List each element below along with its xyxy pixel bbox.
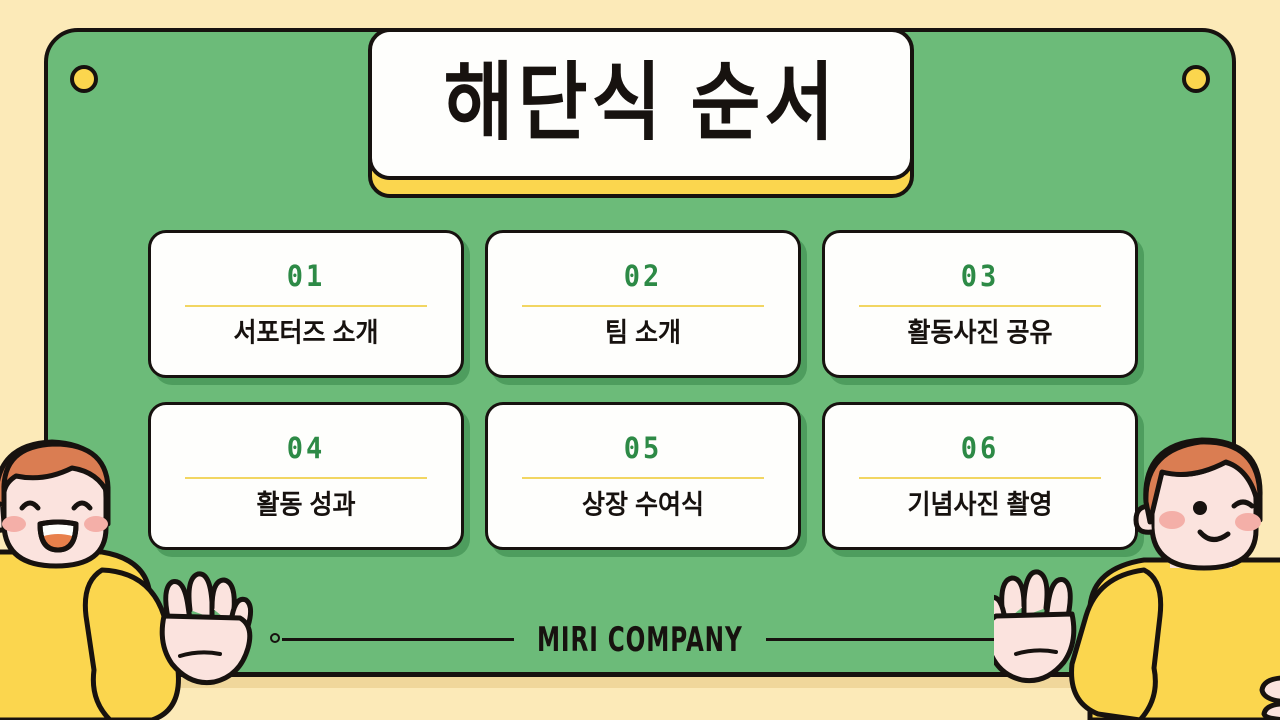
card-body[interactable]: 05 상장 수여식 bbox=[485, 402, 801, 550]
card-number: 02 bbox=[623, 258, 663, 294]
character-right-illustration bbox=[994, 410, 1280, 720]
card-body[interactable]: 03 활동사진 공유 bbox=[822, 230, 1138, 378]
character-right-svg bbox=[994, 437, 1280, 720]
card-body[interactable]: 01 서포터즈 소개 bbox=[148, 230, 464, 378]
pin-top-right-icon bbox=[1182, 65, 1210, 93]
page-title: 해단식 순서 bbox=[443, 55, 839, 152]
agenda-card-04[interactable]: 04 활동 성과 bbox=[148, 402, 470, 557]
character-left-illustration bbox=[0, 420, 262, 720]
card-divider bbox=[859, 476, 1101, 479]
card-label: 서포터즈 소개 bbox=[233, 317, 379, 348]
card-number: 03 bbox=[960, 258, 1000, 294]
agenda-card-02[interactable]: 02 팀 소개 bbox=[485, 230, 807, 385]
card-divider bbox=[859, 304, 1101, 307]
footer-dot-left-icon bbox=[270, 633, 280, 643]
card-number: 04 bbox=[286, 430, 326, 466]
card-number: 06 bbox=[960, 430, 1000, 466]
agenda-card-05[interactable]: 05 상장 수여식 bbox=[485, 402, 807, 557]
card-body[interactable]: 04 활동 성과 bbox=[148, 402, 464, 550]
slide-title-box: 해단식 순서 bbox=[368, 28, 914, 180]
footer-rule-right bbox=[765, 633, 1011, 645]
card-body[interactable]: 02 팀 소개 bbox=[485, 230, 801, 378]
card-divider bbox=[185, 304, 427, 307]
footer-bar-right bbox=[765, 638, 999, 641]
agenda-card-06[interactable]: 06 기념사진 촬영 bbox=[822, 402, 1144, 557]
footer-rule-left bbox=[270, 633, 515, 645]
card-label: 활동사진 공유 bbox=[907, 317, 1053, 348]
agenda-card-03[interactable]: 03 활동사진 공유 bbox=[822, 230, 1144, 385]
footer-brand-text: MIRI COMPANY bbox=[537, 618, 743, 660]
agenda-grid: 01 서포터즈 소개 02 팀 소개 03 활동사진 공유 bbox=[148, 230, 1144, 557]
card-label: 팀 소개 bbox=[605, 317, 681, 348]
card-divider bbox=[522, 304, 764, 307]
card-divider bbox=[185, 476, 427, 479]
card-body[interactable]: 06 기념사진 촬영 bbox=[822, 402, 1138, 550]
card-divider bbox=[522, 476, 764, 479]
agenda-card-01[interactable]: 01 서포터즈 소개 bbox=[148, 230, 470, 385]
card-label: 기념사진 촬영 bbox=[907, 489, 1053, 520]
pin-top-left-icon bbox=[70, 65, 98, 93]
card-label: 상장 수여식 bbox=[582, 489, 704, 520]
character-left-svg bbox=[0, 439, 254, 720]
chalkboard-ledge bbox=[36, 674, 1244, 688]
card-label: 활동 성과 bbox=[256, 489, 356, 520]
card-number: 05 bbox=[623, 430, 663, 466]
card-number: 01 bbox=[286, 258, 326, 294]
footer-bar-left bbox=[282, 638, 515, 641]
footer-brand-bar: MIRI COMPANY bbox=[270, 618, 1011, 660]
slide-title-plaque: 해단식 순서 bbox=[368, 28, 914, 198]
